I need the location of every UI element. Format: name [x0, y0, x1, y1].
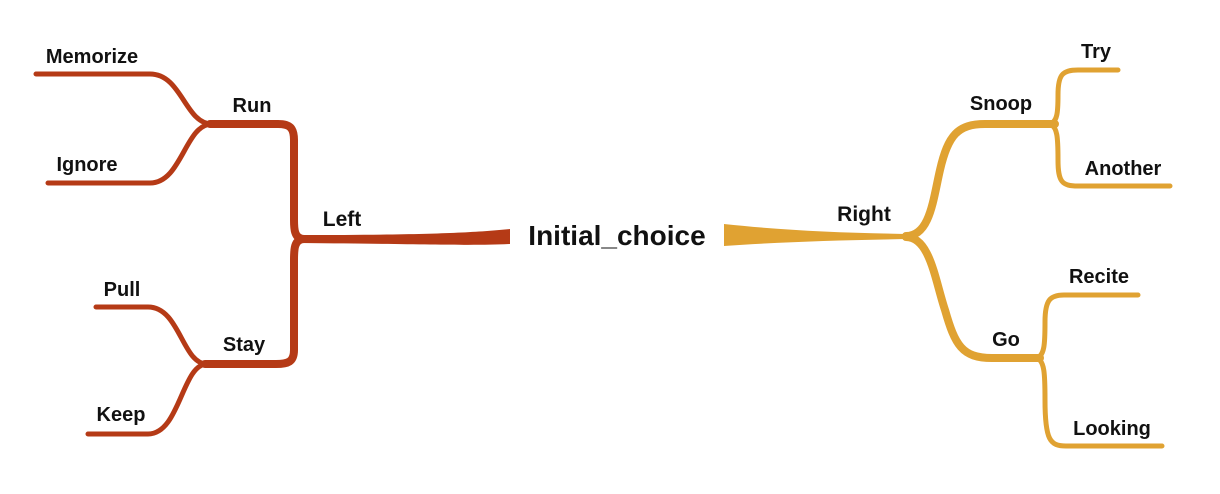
- left-branch: [33, 71, 510, 437]
- edge-root-left: [300, 229, 510, 245]
- root-node-label: Initial_choice: [528, 220, 705, 251]
- node-left-label: Left: [323, 208, 362, 231]
- node-right-label: Right: [837, 203, 891, 226]
- edge-snoop-try: [1045, 67, 1121, 127]
- edge-root-right: [724, 224, 910, 246]
- edge-right-go: [902, 233, 1044, 362]
- node-keep-label: Keep: [97, 404, 146, 426]
- node-recite-label: Recite: [1069, 266, 1129, 288]
- edge-run-ignore: [45, 121, 215, 186]
- edge-run-memorize: [33, 71, 215, 127]
- node-go-label: Go: [992, 329, 1020, 351]
- edge-stay-pull: [93, 304, 210, 367]
- node-labels: Initial_choice Left Right Run Stay Snoop…: [46, 41, 1162, 440]
- node-memorize-label: Memorize: [46, 46, 138, 68]
- edge-left-stay: [201, 235, 308, 368]
- node-pull-label: Pull: [104, 279, 141, 301]
- node-looking-label: Looking: [1073, 418, 1151, 440]
- edge-left-run: [206, 120, 308, 243]
- node-run-label: Run: [233, 95, 272, 117]
- node-try-label: Try: [1081, 41, 1112, 63]
- edge-go-recite: [1032, 292, 1141, 361]
- edge-stay-keep: [85, 361, 210, 437]
- right-branch: [724, 67, 1173, 449]
- node-stay-label: Stay: [223, 334, 266, 356]
- node-another-label: Another: [1085, 158, 1162, 180]
- node-ignore-label: Ignore: [56, 154, 117, 176]
- edge-go-looking: [1032, 355, 1165, 449]
- edge-snoop-another: [1045, 121, 1173, 189]
- node-snoop-label: Snoop: [970, 93, 1032, 115]
- edge-right-snoop: [902, 120, 1059, 240]
